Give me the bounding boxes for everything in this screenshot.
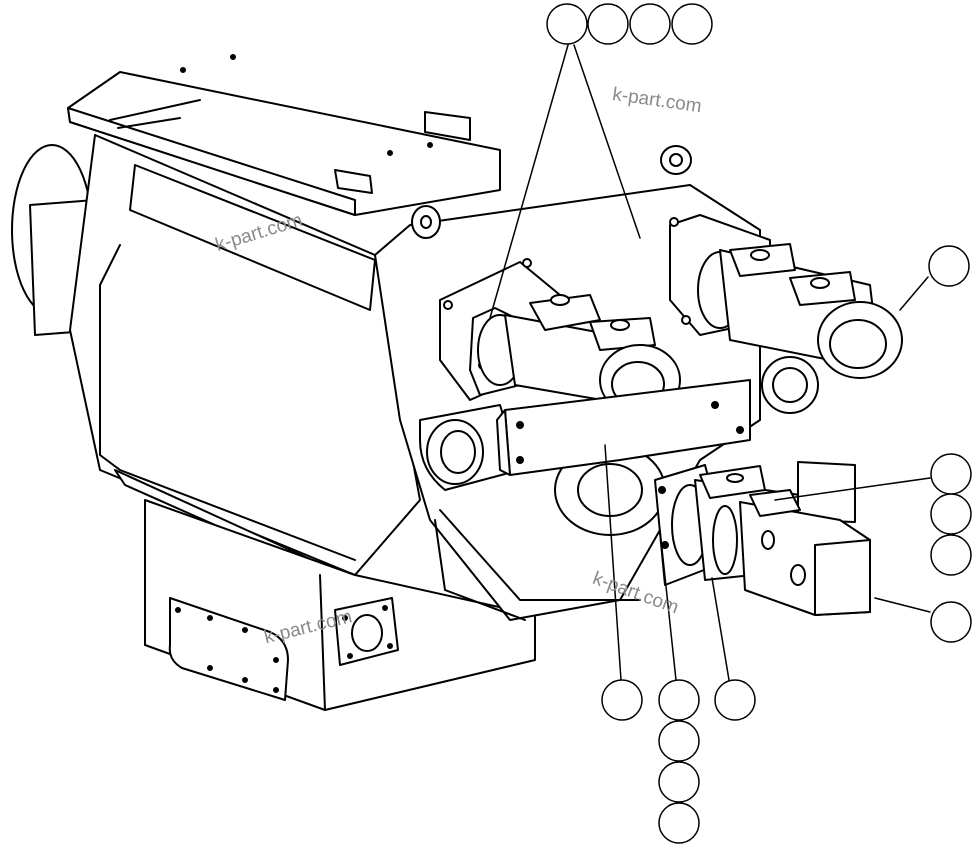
callout-bubble [546, 3, 588, 45]
callout-bubble [930, 534, 972, 576]
valve-assembly-left [439, 258, 751, 476]
valve-port-a [529, 294, 601, 331]
main-housing [11, 54, 536, 711]
valve-port-b [589, 317, 656, 351]
callout-bubble [658, 720, 700, 762]
callout-bubble [658, 802, 700, 844]
callout-bubble [714, 679, 756, 721]
callout-bubble [658, 761, 700, 803]
callout-bubble [601, 679, 643, 721]
callout-bubble [671, 3, 713, 45]
leader-lines [489, 44, 931, 681]
housing-top-rib [129, 164, 376, 311]
callout-bubble [629, 3, 671, 45]
cover-clip [334, 169, 373, 194]
callout-bubble [930, 453, 972, 495]
callout-bubble [930, 493, 972, 535]
side-access-plate [168, 597, 289, 701]
connector-lock [761, 530, 775, 550]
callout-bubble [587, 3, 629, 45]
valve-assembly-right [669, 214, 903, 414]
callout-bubble [930, 601, 972, 643]
callout-bubble [928, 245, 970, 287]
callout-bubbles [546, 3, 972, 844]
valve-assembly-lower [654, 461, 871, 616]
callout-bubble [658, 679, 700, 721]
